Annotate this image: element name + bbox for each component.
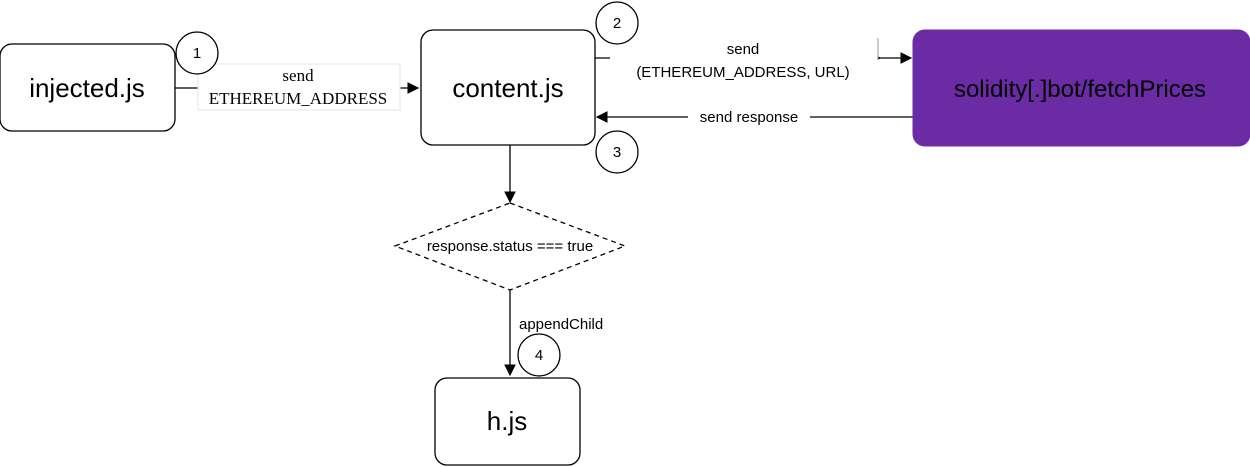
node-decision: response.status === true [393,202,627,291]
node-injected-label: injected.js [29,73,145,103]
step-4-label: 4 [535,347,543,364]
edge-3-label: send response [700,109,798,126]
step-badge-2: 2 [595,1,639,45]
edge-2-label-bg [610,40,878,80]
node-h-js: h.js [434,377,581,466]
node-fetch-prices: solidity[.]bot/fetchPrices [912,29,1250,147]
step-1-label: 1 [193,45,201,62]
step-2-label: 2 [613,15,621,32]
step-badge-3: 3 [595,130,639,174]
edge-2-label-line1: send [727,41,760,58]
edge-api-to-content: send response [595,106,913,128]
step-badge-1: 1 [175,31,219,75]
node-injected-js: injected.js [0,43,176,132]
edge-1-label-line2: ETHEREUM_ADDRESS [209,89,388,108]
node-decision-label: response.status === true [427,238,593,255]
step-badge-4: 4 [517,333,561,377]
node-fetch-prices-label: solidity[.]bot/fetchPrices [954,76,1206,103]
step-3-label: 3 [613,144,621,161]
edge-3-label-bg [688,106,810,128]
edge-1-label-bg [197,63,401,111]
node-h-label: h.js [487,406,527,436]
edge-2-label-line2: (ETHEREUM_ADDRESS, URL) [636,64,849,81]
edge-content-to-api: send (ETHEREUM_ADDRESS, URL) [595,38,913,81]
edge-4-label: appendChild [519,316,603,333]
edge-injected-to-content: send ETHEREUM_ADDRESS [175,63,420,111]
node-content-label: content.js [452,73,563,103]
edge-1-label-line1: send [282,66,314,85]
edge-decision-to-h: appendChild [504,290,603,377]
node-content-js: content.js [420,29,596,146]
